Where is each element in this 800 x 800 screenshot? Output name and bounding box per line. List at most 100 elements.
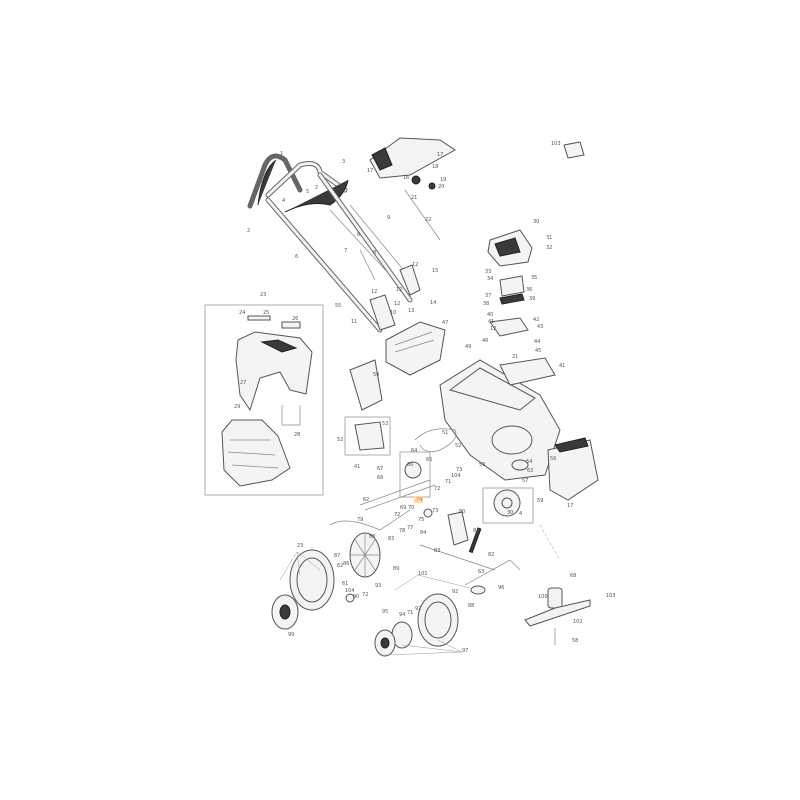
callout-label: 62 bbox=[363, 497, 369, 503]
wheels bbox=[271, 532, 459, 657]
callout-label: 52 bbox=[337, 437, 343, 443]
callout-label: 97 bbox=[462, 648, 468, 654]
callout-label: 5 bbox=[306, 189, 309, 195]
drive-assembly bbox=[329, 428, 534, 595]
callout-label: 77 bbox=[407, 525, 413, 531]
callout-label: 63 bbox=[527, 468, 533, 474]
callout-label: 71 bbox=[445, 479, 451, 485]
callout-label: 40 bbox=[487, 312, 493, 318]
callout-label: 10 bbox=[390, 310, 396, 316]
callout-label: 81 bbox=[473, 528, 479, 534]
callout-label: 28 bbox=[294, 432, 300, 438]
callout-label: 69 bbox=[400, 505, 406, 511]
callout-label: 12 bbox=[490, 326, 496, 332]
callout-label: 56 bbox=[550, 456, 556, 462]
callout-label: 43 bbox=[537, 324, 543, 330]
blade-assembly bbox=[524, 587, 591, 645]
handle-assembly bbox=[247, 153, 441, 333]
highlight-box bbox=[414, 496, 423, 503]
callout-label: 103 bbox=[606, 593, 616, 599]
callout-label: 51 bbox=[442, 430, 448, 436]
callout-label: 8 bbox=[373, 250, 376, 256]
callout-label: 17 bbox=[567, 503, 573, 509]
callout-label: 83 bbox=[434, 548, 440, 554]
callout-label: 101 bbox=[418, 571, 428, 577]
callout-label: 90 bbox=[353, 594, 359, 600]
callout-label: 17 bbox=[367, 168, 373, 174]
callout-label: 23 bbox=[260, 292, 266, 298]
callout-label: 8 bbox=[357, 232, 360, 238]
leader-lines bbox=[279, 524, 561, 656]
callout-label: 36 bbox=[526, 287, 532, 293]
callout-label: 19 bbox=[440, 177, 446, 183]
callout-label: 92 bbox=[415, 606, 421, 612]
callout-label: 12 bbox=[394, 301, 400, 307]
callout-label: 12 bbox=[371, 289, 377, 295]
callout-label: 53 bbox=[479, 462, 485, 468]
callout-label: 103 bbox=[551, 141, 561, 147]
callout-label: 33 bbox=[485, 269, 491, 275]
callout-label: 4 bbox=[282, 198, 285, 204]
callout-label: 82 bbox=[488, 552, 494, 558]
callout-label: 45 bbox=[535, 348, 541, 354]
callout-label: 86 bbox=[343, 561, 349, 567]
callout-label: 68 bbox=[377, 475, 383, 481]
grass-catcher-group bbox=[204, 304, 324, 496]
callout-label: 32 bbox=[546, 245, 552, 251]
callout-label: 89 bbox=[393, 566, 399, 572]
callout-label: 30 bbox=[533, 219, 539, 225]
callout-label: 22 bbox=[425, 217, 431, 223]
mower-deck bbox=[385, 321, 561, 481]
callout-label: 15 bbox=[432, 268, 438, 274]
callout-label: 57 bbox=[522, 478, 528, 484]
callout-label: 63 bbox=[478, 569, 484, 575]
callout-label: 80 bbox=[459, 509, 465, 515]
callout-label: 41 bbox=[559, 363, 565, 369]
callout-label: 35 bbox=[531, 275, 537, 281]
callout-label: 61 bbox=[342, 581, 348, 587]
callout-label: 13 bbox=[408, 308, 414, 314]
callout-label: 72 bbox=[394, 512, 400, 518]
callout-label: 58 bbox=[572, 638, 578, 644]
callout-label: 73 bbox=[456, 467, 462, 473]
callout-label: 88 bbox=[369, 534, 375, 540]
callout-label: 27 bbox=[240, 380, 246, 386]
callout-label: 39 bbox=[529, 296, 535, 302]
callout-label: 4 bbox=[519, 511, 522, 517]
callout-label: 72 bbox=[362, 592, 368, 598]
callout-label: 104 bbox=[345, 588, 355, 594]
callout-label: 9 bbox=[387, 215, 390, 221]
callout-label: 71 bbox=[407, 610, 413, 616]
callout-label: 68 bbox=[570, 573, 576, 579]
callout-label: 1 bbox=[280, 151, 283, 157]
callout-label: 67 bbox=[377, 466, 383, 472]
callout-label: 41 bbox=[488, 319, 494, 325]
callout-label: 30 bbox=[507, 510, 513, 516]
callout-label: 34 bbox=[487, 276, 493, 282]
callout-label: 55 bbox=[335, 303, 341, 309]
catcher-top-fragment bbox=[369, 137, 456, 179]
callout-label: 96 bbox=[498, 585, 504, 591]
callout-label: 3 bbox=[342, 159, 345, 165]
callout-label: 20 bbox=[438, 184, 444, 190]
callout-label: 38 bbox=[483, 301, 489, 307]
callout-label: 75 bbox=[418, 517, 424, 523]
callout-label: 14 bbox=[430, 300, 436, 306]
callout-label: 2 bbox=[247, 228, 250, 234]
callout-label: 84 bbox=[420, 530, 426, 536]
callout-label: 104 bbox=[451, 473, 461, 479]
callout-label: 41 bbox=[354, 464, 360, 470]
callout-label: 2 bbox=[315, 185, 318, 191]
callout-label: 66 bbox=[407, 462, 413, 468]
callout-label: 18 bbox=[432, 164, 438, 170]
callout-label: 25 bbox=[263, 310, 269, 316]
callout-label: 59 bbox=[537, 498, 543, 504]
callout-label: 49 bbox=[465, 344, 471, 350]
callout-label: 42 bbox=[533, 317, 539, 323]
callout-label: 52 bbox=[455, 443, 461, 449]
callout-label: 92 bbox=[452, 589, 458, 595]
callout-label: 44 bbox=[534, 339, 540, 345]
callout-label: 47 bbox=[442, 320, 448, 326]
